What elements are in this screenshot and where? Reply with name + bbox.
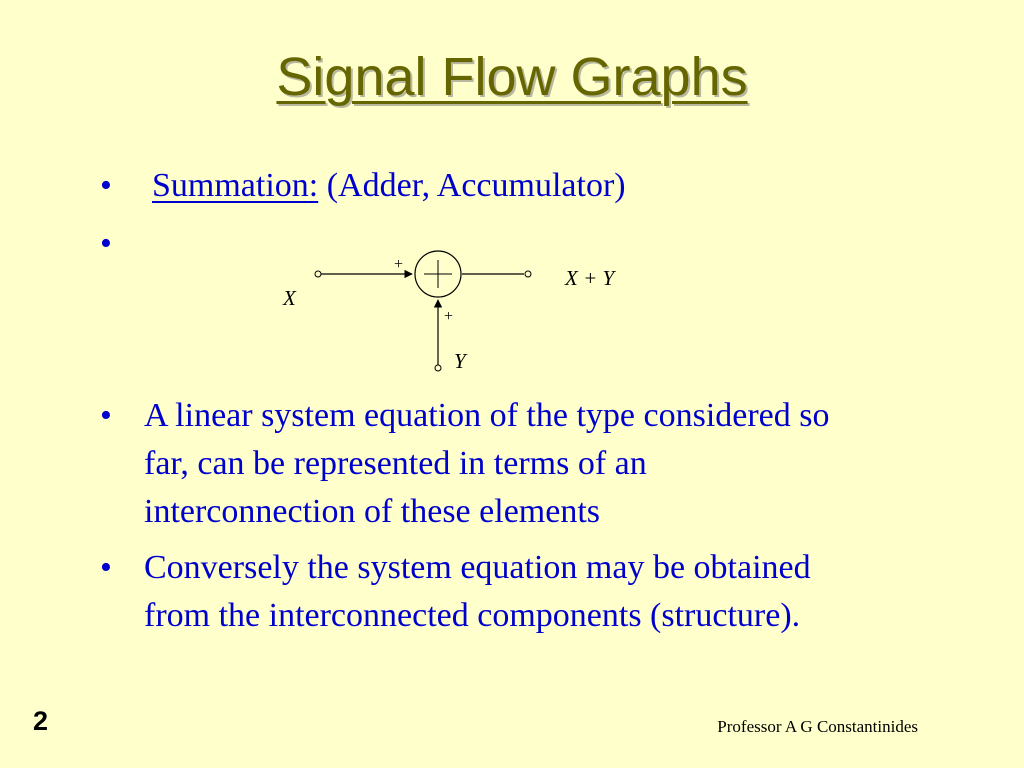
label-output: X + Y	[564, 266, 616, 290]
bullet-dot: •	[100, 167, 112, 204]
bullet-text: A linear system equation of the type con…	[144, 392, 974, 536]
page-number: 2	[33, 706, 49, 736]
bullet-text: Conversely the system equation may be ob…	[144, 544, 974, 640]
bullet-text: Summation: (Adder, Accumulator)	[152, 162, 626, 210]
bullet-dot: •	[100, 549, 112, 586]
label-y: Y	[454, 349, 468, 373]
input-x-node	[314, 270, 322, 278]
bullet-dot: •	[100, 225, 112, 262]
adder-circle	[414, 250, 462, 298]
text-line: A linear system equation of the type con…	[144, 397, 830, 434]
output-node	[524, 270, 532, 278]
plus-sign-top: +	[394, 256, 403, 273]
text-line: interconnection of these elements	[144, 493, 600, 530]
input-y-node	[434, 364, 442, 372]
footer-author: Professor A G Constantinides	[717, 717, 918, 736]
bullet-dot: •	[100, 397, 112, 434]
text-line: from the interconnected components (stru…	[144, 597, 801, 634]
text-line: Conversely the system equation may be ob…	[144, 549, 811, 586]
plus-sign-bottom: +	[444, 308, 453, 325]
slide-title: Signal Flow Graphs	[276, 47, 748, 107]
text-line: far, can be represented in terms of an	[144, 445, 647, 482]
label-x: X	[282, 286, 297, 310]
summation-description: (Adder, Accumulator)	[326, 167, 626, 204]
summation-term: Summation:	[152, 167, 319, 204]
